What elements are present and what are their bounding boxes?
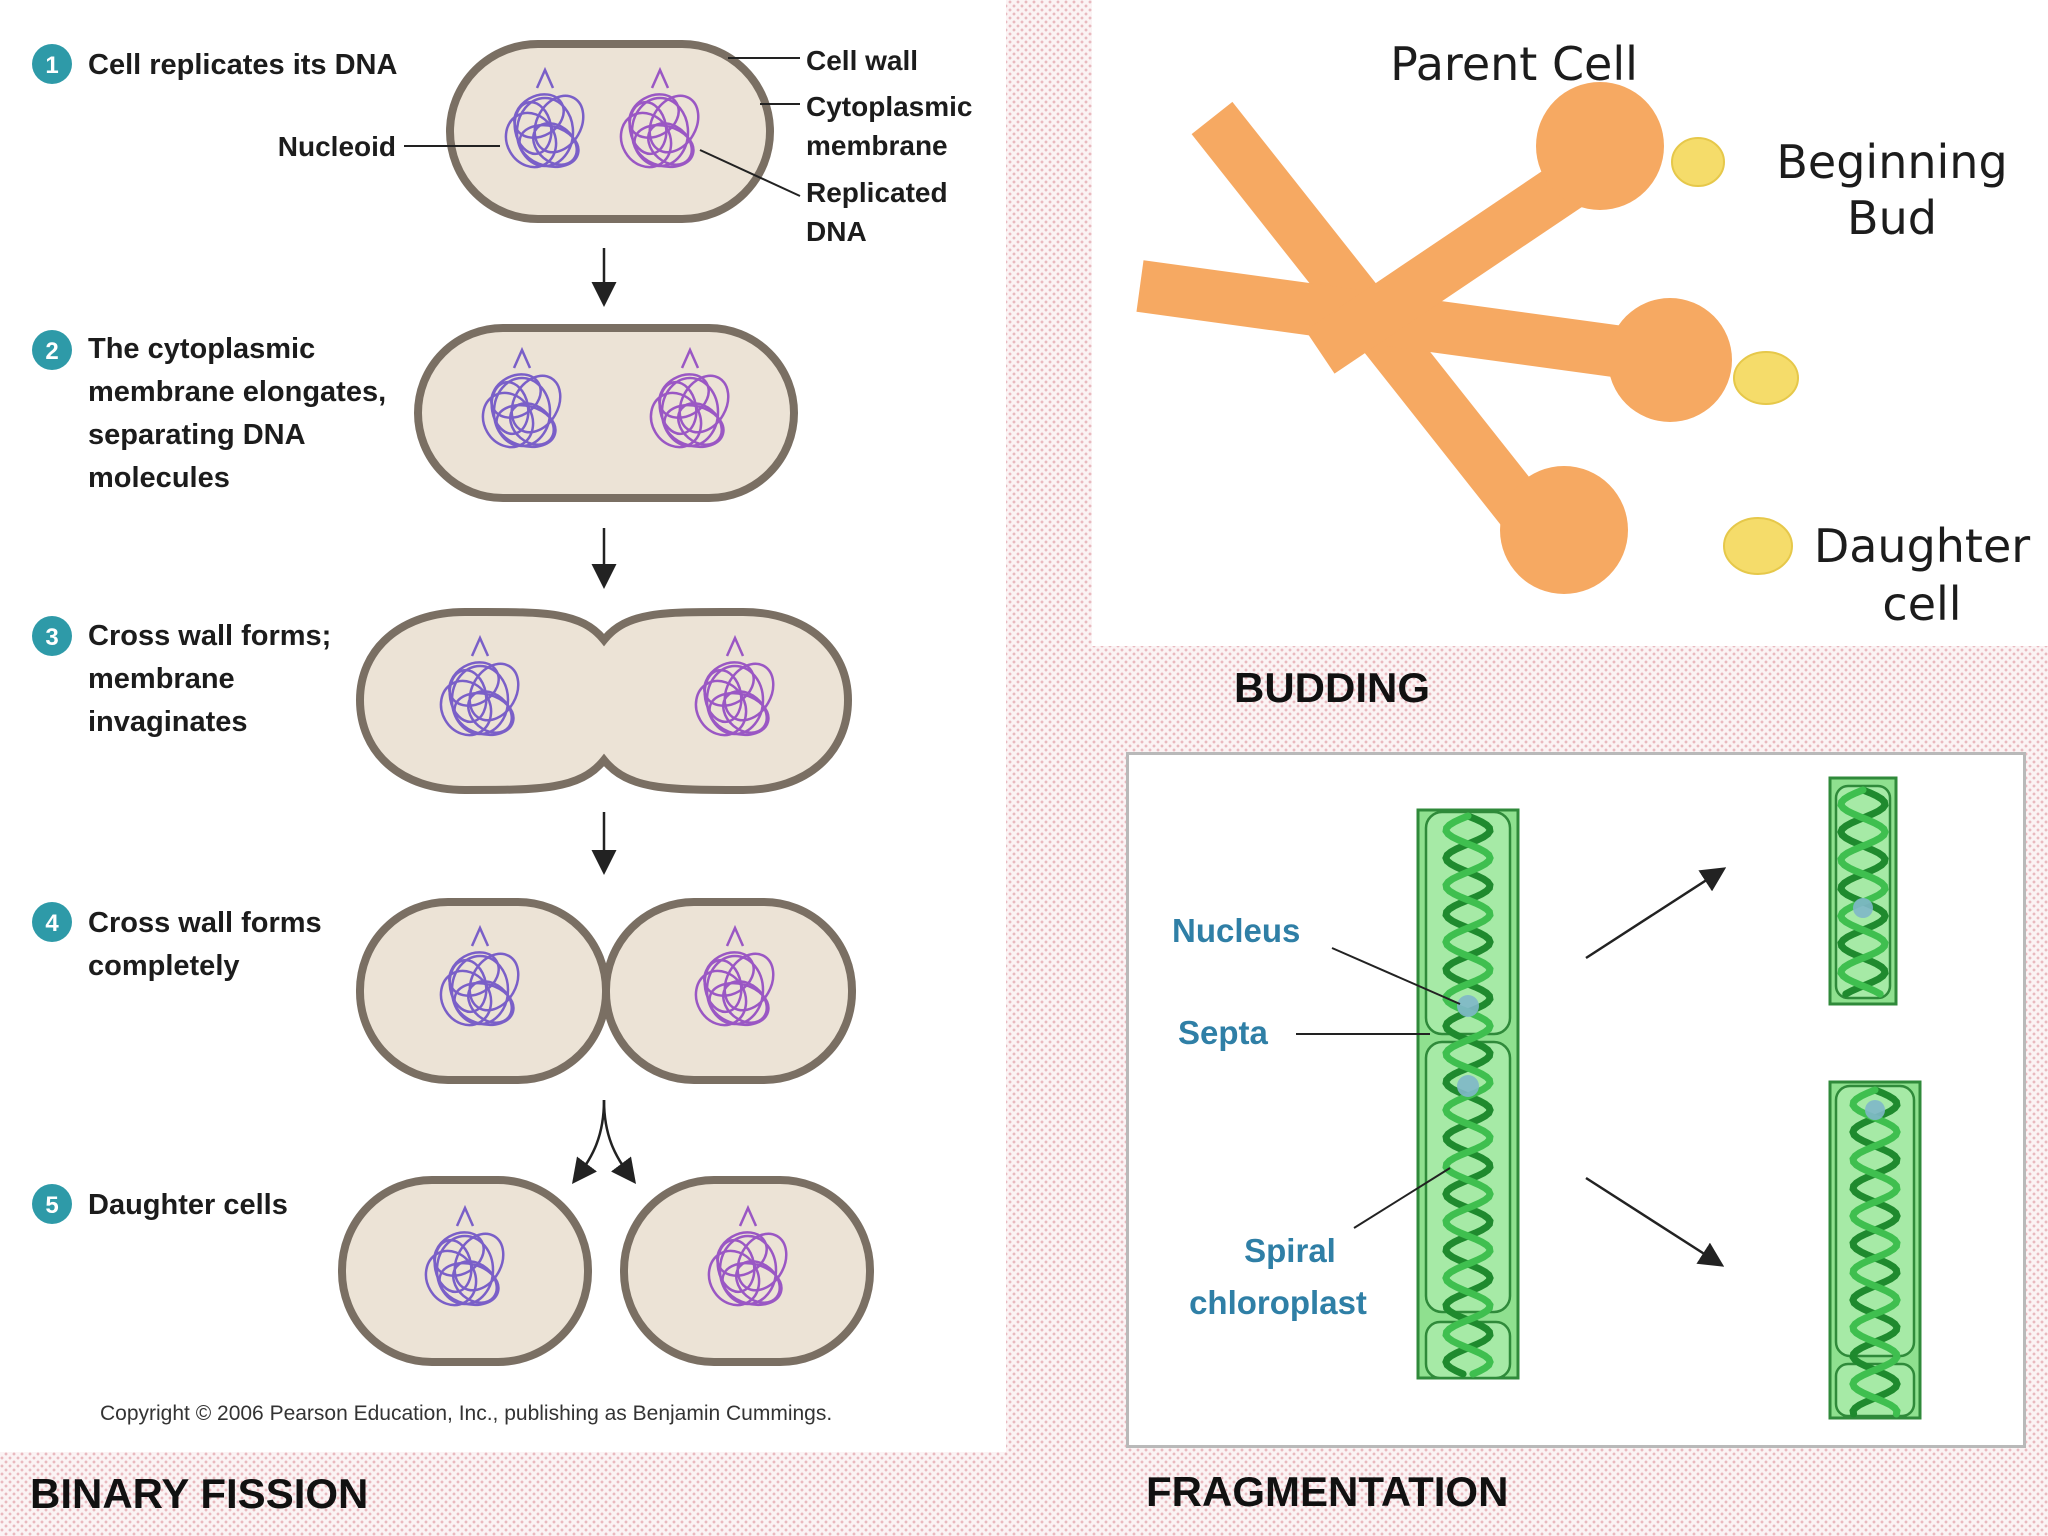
growing-bud bbox=[1733, 351, 1799, 405]
step-badge bbox=[32, 1184, 72, 1224]
cell-step-3 bbox=[355, 607, 853, 795]
spiral-chloroplast bbox=[1849, 1086, 1901, 1418]
step-badge bbox=[32, 44, 72, 84]
spiral-chloroplast-label-line: Spiral bbox=[1244, 1232, 1336, 1269]
nucleus bbox=[1457, 995, 1479, 1017]
cell-step-2 bbox=[414, 324, 798, 502]
cell-wall bbox=[355, 607, 853, 795]
fragmentation-caption: FRAGMENTATION bbox=[1146, 1468, 1509, 1515]
spiral-chloroplast bbox=[1837, 786, 1889, 998]
cell-step-5 bbox=[338, 1176, 874, 1366]
split-arrows bbox=[572, 1099, 636, 1185]
nucleus-label: Nucleus bbox=[1172, 912, 1300, 949]
main-filament bbox=[1416, 808, 1520, 1380]
dna-coil bbox=[694, 924, 775, 1027]
step-number: 2 bbox=[45, 338, 58, 365]
dna-coil bbox=[439, 924, 520, 1027]
parent-cell-tip bbox=[1536, 82, 1664, 210]
cell-wall-label: Cell wall bbox=[806, 45, 918, 76]
step-text-line: The cytoplasmic bbox=[88, 333, 315, 365]
dna-coil bbox=[504, 66, 585, 169]
filament-cell bbox=[1424, 810, 1512, 1036]
dna-coil bbox=[707, 1204, 788, 1307]
step-badge bbox=[32, 330, 72, 370]
fragment-arrow-up bbox=[1585, 867, 1727, 960]
step-number: 4 bbox=[45, 910, 59, 937]
nucleoid-label: Nucleoid bbox=[278, 131, 396, 162]
spiral-chloroplast-label-line: chloroplast bbox=[1189, 1284, 1367, 1321]
step-text-line: completely bbox=[88, 950, 240, 982]
step-text-line: Cross wall forms; bbox=[88, 620, 331, 652]
cell-step-4 bbox=[356, 898, 856, 1084]
step-1: 1 Cell replicates its DNA bbox=[32, 44, 397, 84]
fragment-top bbox=[1828, 776, 1898, 1006]
nucleus bbox=[1853, 898, 1873, 918]
nucleus bbox=[1457, 1075, 1479, 1097]
step-number: 3 bbox=[45, 624, 58, 651]
dna-coil bbox=[424, 1204, 505, 1307]
step-text: Daughter cells bbox=[88, 1189, 288, 1221]
daughter-cell-label-line: cell bbox=[1882, 577, 1961, 631]
step-4: 4 Cross wall forms completely bbox=[32, 902, 322, 982]
step-1-leader-lines bbox=[404, 57, 801, 197]
beginning-bud bbox=[1671, 137, 1725, 187]
dna-coil bbox=[649, 346, 730, 449]
fragment-bottom bbox=[1828, 1080, 1922, 1420]
replicated-dna-label-line: DNA bbox=[806, 216, 867, 247]
dna-coil bbox=[481, 346, 562, 449]
step-3: 3 Cross wall forms; membrane invaginates bbox=[32, 616, 331, 738]
step-text-line: invaginates bbox=[88, 706, 248, 738]
dna-coil bbox=[694, 634, 775, 737]
nucleus bbox=[1865, 1100, 1885, 1120]
cytoplasmic-membrane-label-line: membrane bbox=[806, 130, 948, 161]
septa-label: Septa bbox=[1178, 1014, 1269, 1051]
binary-fission-diagram: 1 Cell replicates its DNA 2 The cytoplas… bbox=[32, 40, 973, 1425]
parent-cell-label: Parent Cell bbox=[1390, 37, 1638, 91]
daughter-cell bbox=[338, 1176, 592, 1366]
step-badge bbox=[32, 616, 72, 656]
step-number: 5 bbox=[45, 1192, 58, 1219]
beginning-bud-label-line: Beginning bbox=[1776, 135, 2007, 189]
budding-diagram: Parent Cell Beginning Bud Daughter cell bbox=[1136, 37, 2030, 631]
fragmentation-diagram: Nucleus Septa Spiral chloroplast bbox=[1172, 776, 1922, 1420]
step-badge bbox=[32, 902, 72, 942]
daughter-cell bbox=[620, 1176, 874, 1366]
cell-wall bbox=[446, 40, 774, 223]
cell-wall bbox=[602, 898, 856, 1084]
step-text-line: molecules bbox=[88, 462, 230, 494]
replicated-dna-label-line: Replicated bbox=[806, 177, 948, 208]
step-text-line: Cross wall forms bbox=[88, 907, 322, 939]
step-5: 5 Daughter cells bbox=[32, 1184, 288, 1224]
step-text-line: membrane bbox=[88, 663, 235, 695]
fragmentation-leader-lines bbox=[1296, 947, 1461, 1229]
beginning-bud-label-line: Bud bbox=[1847, 191, 1937, 245]
step-text-line: separating DNA bbox=[88, 419, 306, 451]
budding-caption: BUDDING bbox=[1234, 664, 1430, 711]
daughter-cell-label-line: Daughter bbox=[1814, 519, 2030, 573]
step-2: 2 The cytoplasmic membrane elongates, se… bbox=[32, 330, 386, 494]
step-number: 1 bbox=[45, 52, 58, 79]
binary-fission-caption: BINARY FISSION bbox=[30, 1470, 369, 1517]
copyright-text: Copyright © 2006 Pearson Education, Inc.… bbox=[100, 1402, 832, 1425]
step-text: Cell replicates its DNA bbox=[88, 49, 397, 81]
parent-cell-tip bbox=[1500, 466, 1628, 594]
dna-coil bbox=[439, 634, 520, 737]
cytoplasmic-membrane-label-line: Cytoplasmic bbox=[806, 91, 973, 122]
fragment-arrow-down bbox=[1585, 1176, 1725, 1267]
cell-step-1 bbox=[446, 40, 774, 223]
daughter-cell-bud bbox=[1723, 517, 1793, 575]
step-text-line: membrane elongates, bbox=[88, 376, 386, 408]
cell-wall bbox=[414, 324, 798, 502]
dna-coil bbox=[619, 66, 700, 169]
parent-cell-tip bbox=[1608, 298, 1732, 422]
